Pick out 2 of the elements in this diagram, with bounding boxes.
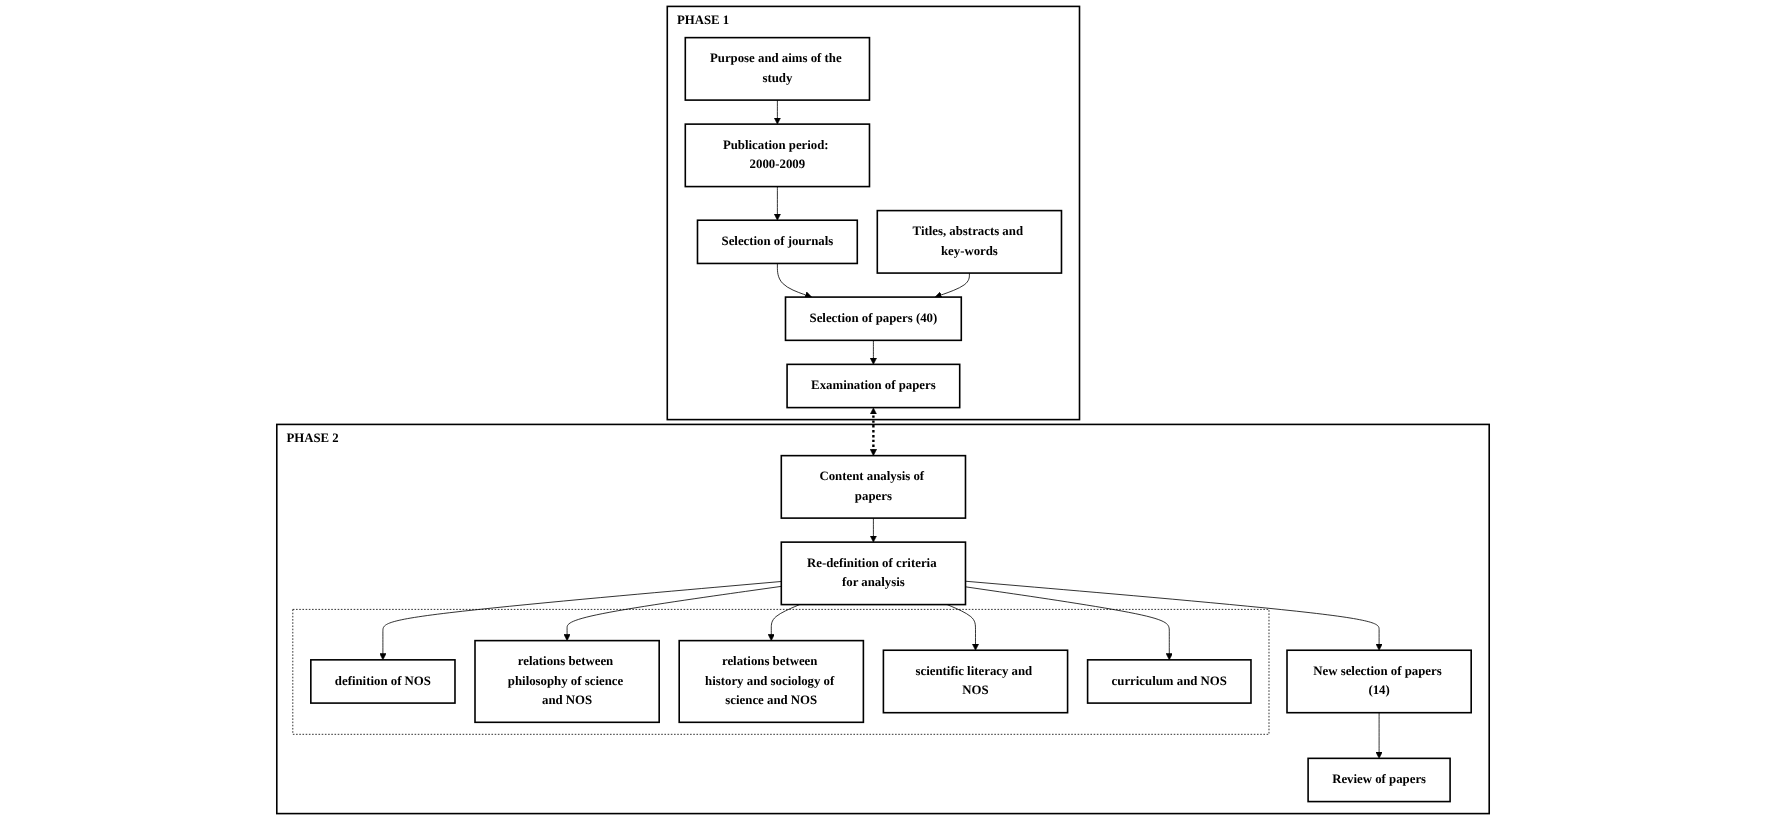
arrow [869,407,877,456]
cluster [292,609,1270,735]
